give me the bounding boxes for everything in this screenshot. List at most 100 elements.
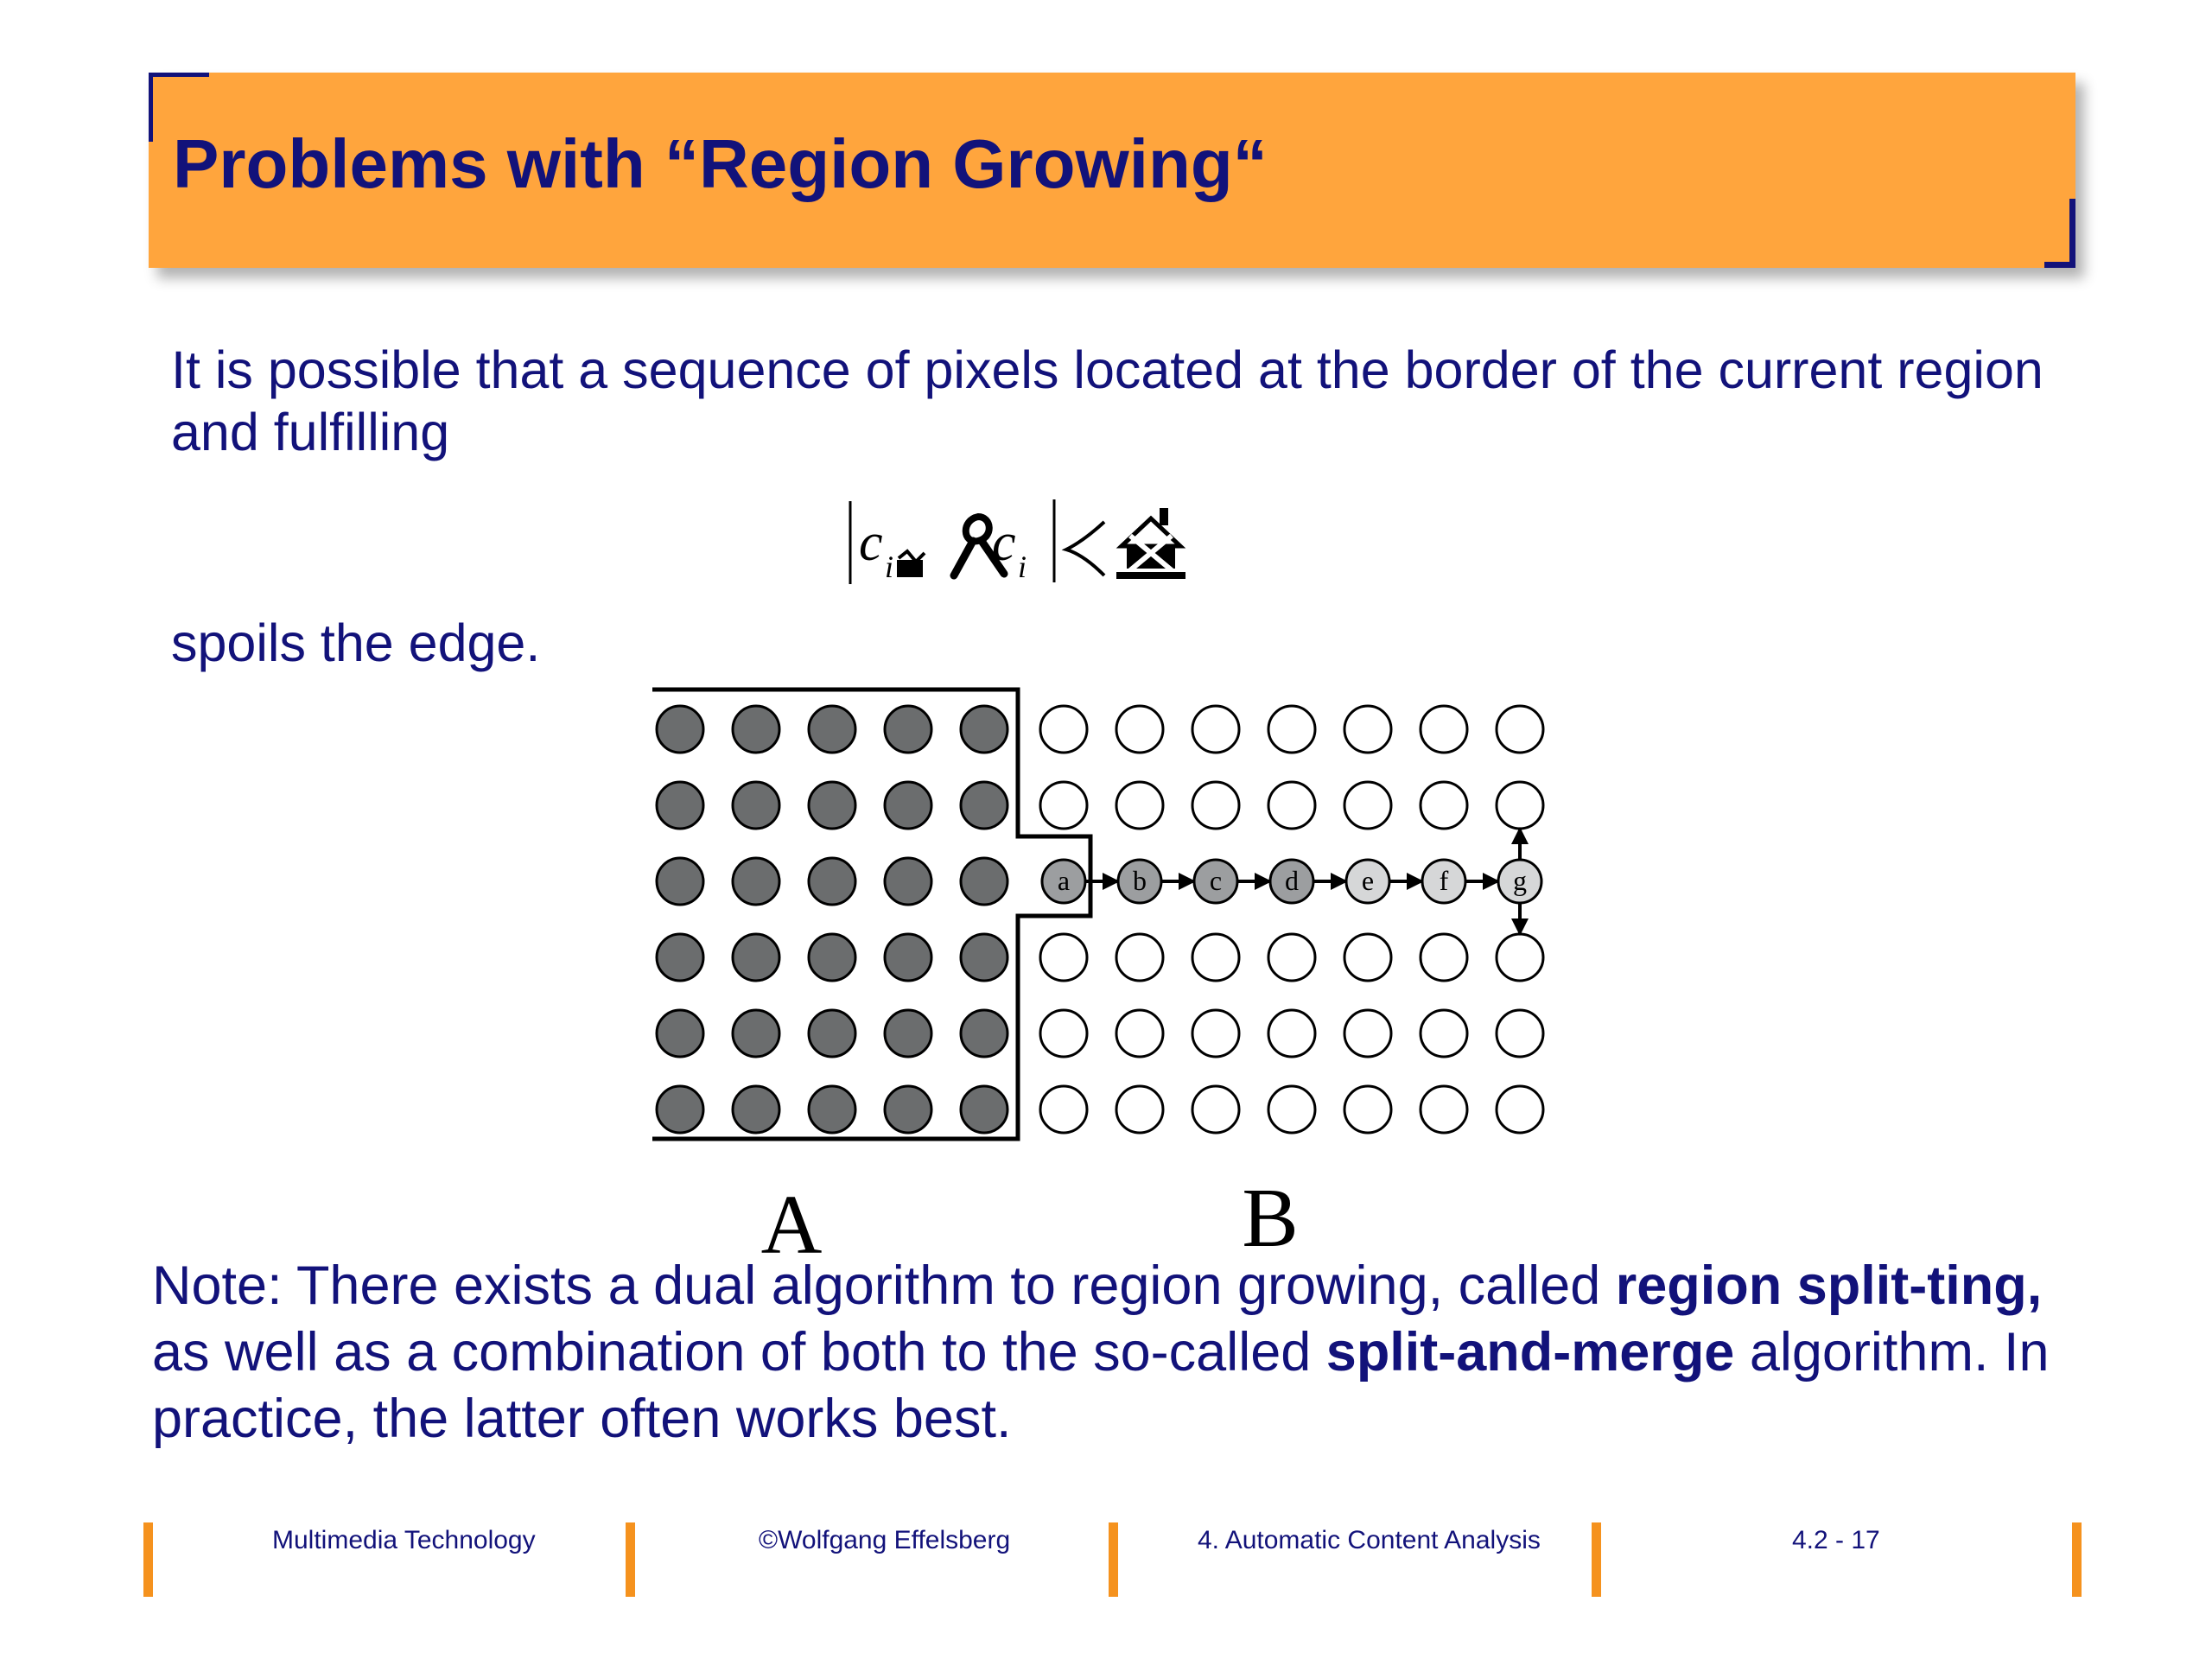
note-term-region-splitting: region split-ting,	[1615, 1255, 2043, 1316]
region-a-pixel	[731, 1008, 781, 1058]
region-a-pixel	[807, 932, 857, 982]
footer-course: Multimedia Technology	[272, 1526, 536, 1554]
title-bar: Problems with “Region Growing“	[149, 73, 2075, 268]
region-b-pixel	[1039, 704, 1089, 754]
chain-pixel-label: b	[1133, 865, 1147, 896]
chain-pixel-label: g	[1513, 865, 1527, 896]
region-b-pixel	[1419, 932, 1469, 982]
footer-divider	[143, 1522, 153, 1597]
chain-pixel-label: a	[1058, 865, 1070, 896]
region-b-pixel	[1495, 780, 1545, 830]
region-a-pixel	[807, 704, 857, 754]
footer-divider	[626, 1522, 635, 1597]
region-a-pixel	[655, 932, 705, 982]
footer-divider	[1109, 1522, 1118, 1597]
chain-pixel-label: e	[1362, 865, 1374, 896]
region-a-label: A	[761, 1179, 823, 1270]
pixel-grid: a b c d e f g	[655, 704, 1545, 1135]
region-a-pixel	[959, 780, 1009, 830]
region-a-pixel	[731, 704, 781, 754]
footer-chapter: 4. Automatic Content Analysis	[1198, 1526, 1541, 1554]
region-b-pixel	[1115, 780, 1165, 830]
region-a-pixel	[959, 856, 1009, 906]
footer-divider	[1592, 1522, 1601, 1597]
region-a-pixel	[655, 780, 705, 830]
region-growing-figure: a b c d e f g A B	[652, 687, 1545, 1270]
region-b-pixel	[1039, 1084, 1089, 1135]
formula-symbol: c	[992, 513, 1016, 572]
chain-pixel-label: c	[1210, 865, 1222, 896]
region-b-pixel	[1191, 780, 1241, 830]
region-b-pixel	[1191, 1084, 1241, 1135]
garbled-threshold-glyph-icon	[1116, 508, 1186, 579]
region-b-pixel	[1267, 1008, 1317, 1058]
region-a-pixel	[731, 780, 781, 830]
region-b-pixel	[1419, 1008, 1469, 1058]
region-b-pixel	[1495, 1084, 1545, 1135]
note-paragraph: Note: There exists a dual algorithm to r…	[152, 1253, 2088, 1452]
region-b-pixel	[1191, 932, 1241, 982]
region-b-pixel	[1419, 780, 1469, 830]
region-b-pixel	[1039, 1008, 1089, 1058]
region-b-pixel	[1267, 780, 1317, 830]
formula-subscript: i	[1018, 550, 1027, 584]
region-a-pixel	[883, 1008, 933, 1058]
region-a-pixel	[959, 704, 1009, 754]
region-b-pixel	[1419, 1084, 1469, 1135]
region-a-pixel	[883, 1084, 933, 1135]
region-b-pixel	[1343, 780, 1393, 830]
region-b-pixel	[1267, 1084, 1317, 1135]
note-term-split-and-merge: split-and-merge	[1325, 1322, 1735, 1382]
region-a-pixel	[807, 780, 857, 830]
formula-symbol: c	[859, 513, 883, 572]
region-b-pixel	[1039, 780, 1089, 830]
region-b-pixel	[1115, 704, 1165, 754]
region-a-pixel	[959, 1084, 1009, 1135]
slide-title: Problems with “Region Growing“	[173, 125, 1268, 202]
region-a-pixel	[731, 856, 781, 906]
title-corner-decoration	[149, 73, 209, 142]
region-b-pixel	[1343, 932, 1393, 982]
region-b-pixel	[1115, 1084, 1165, 1135]
title-corner-decoration	[2044, 199, 2075, 268]
region-a-pixel	[655, 856, 705, 906]
region-a-pixel	[959, 1008, 1009, 1058]
region-a-pixel	[883, 780, 933, 830]
region-a-pixel	[655, 704, 705, 754]
region-a-pixel	[731, 932, 781, 982]
chain-pixel-label: d	[1285, 865, 1299, 896]
region-b-pixel	[1495, 1008, 1545, 1058]
after-formula-text: spoils the edge.	[171, 613, 541, 672]
region-a-pixel	[731, 1084, 781, 1135]
region-a-pixel	[655, 1084, 705, 1135]
similarity-formula: c i c i	[849, 499, 1186, 584]
footer-divider	[2072, 1522, 2082, 1597]
footer-page-number: 4.2 - 17	[1792, 1526, 1880, 1554]
note-text: as well as a combination of both to the …	[152, 1322, 1326, 1382]
footer-author: ©Wolfgang Effelsberg	[759, 1526, 1011, 1554]
region-a-pixel	[807, 1084, 857, 1135]
garbled-glyph-icon	[897, 549, 926, 577]
region-b-pixel	[1419, 704, 1469, 754]
region-b-pixel	[1495, 932, 1545, 982]
intro-text: It is possible that a sequence of pixels…	[171, 340, 2044, 461]
region-b-pixel	[1343, 1008, 1393, 1058]
region-b-pixel	[1267, 704, 1317, 754]
ribbon-glyph-icon	[950, 512, 1008, 580]
formula-subscript: i	[885, 550, 893, 584]
region-a-pixel	[883, 704, 933, 754]
note-text: algorithm. In practice, the latter often…	[152, 1322, 2050, 1449]
region-b-pixel	[1343, 1084, 1393, 1135]
precedes-symbol-icon	[1061, 520, 1106, 577]
chain-pixel-label: f	[1440, 865, 1449, 896]
region-b-pixel	[1115, 932, 1165, 982]
region-b-label: B	[1242, 1172, 1298, 1265]
region-b-pixel	[1267, 932, 1317, 982]
region-b-pixel	[1115, 1008, 1165, 1058]
region-a-pixel	[807, 856, 857, 906]
note-text: Note: There exists a dual algorithm to r…	[152, 1255, 1616, 1316]
region-a-pixel	[883, 856, 933, 906]
region-a-pixel	[959, 932, 1009, 982]
region-a-pixel	[807, 1008, 857, 1058]
region-b-pixel	[1343, 704, 1393, 754]
